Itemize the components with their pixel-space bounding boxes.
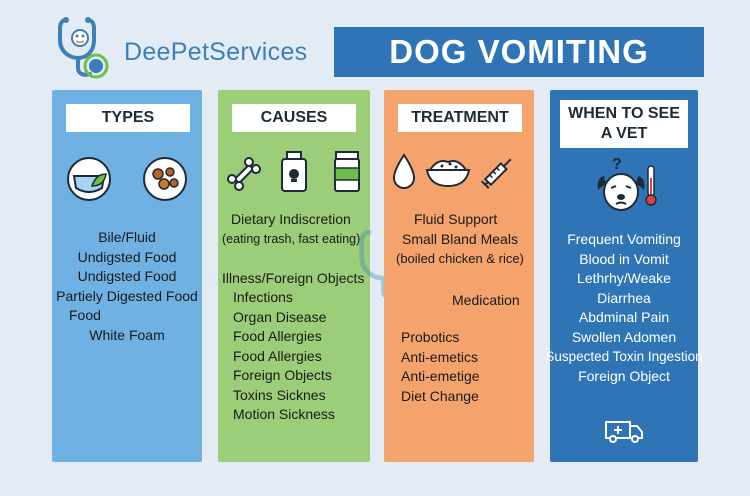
types-list: Bile/Fluid Undigsted Food Undigsted Food… <box>52 228 202 345</box>
vet-item: Blood in Vomit <box>579 250 669 267</box>
types-heading: TYPES <box>66 104 190 132</box>
rice-bowl-icon <box>425 160 471 188</box>
treatment-item: Anti-emetics <box>401 348 479 365</box>
causes-heading: CAUSES <box>232 104 356 132</box>
types-item: Undigsted Food <box>77 268 177 284</box>
causes-item: Infections <box>233 289 293 305</box>
causes-item: Food Allergies <box>233 347 322 364</box>
vet-column: WHEN TO SEE A VET ? Frequent Vomiting Bl… <box>545 90 703 462</box>
causes-list: Dietary Indiscretion (eating trash, fast… <box>222 210 370 425</box>
vet-item: Abdminal Pain <box>578 309 670 325</box>
causes-item: Motion Sickness <box>233 406 335 422</box>
types-item: Undigsted Food <box>77 248 177 265</box>
types-column: TYPES Bile/Fluid Undigsted Food Undigste… <box>52 90 202 462</box>
treatment-item: Diet Change <box>401 387 479 404</box>
vet-item: Frequent Vomiting <box>567 231 681 247</box>
causes-item: Organ Disease <box>233 308 327 325</box>
header: DeePetServices DOG VOMITING <box>0 0 750 90</box>
water-leaf-bowl-icon <box>67 157 111 201</box>
treatment-item: Probotics <box>401 329 460 345</box>
title-banner: DOG VOMITING <box>334 27 704 77</box>
vet-item: Diarrhea <box>597 289 651 306</box>
stethoscope-logo-icon <box>58 17 109 79</box>
vet-heading-line: WHEN TO SEE <box>568 105 680 122</box>
water-drop-icon <box>392 153 416 189</box>
types-item: White Foam <box>89 326 165 343</box>
vet-item: Lethrhy/Weake <box>577 270 671 286</box>
page-title: DOG VOMITING <box>389 33 649 70</box>
brand-name: DeePetServices <box>124 38 308 66</box>
treatment-item: (boiled chicken & rice) <box>396 251 524 266</box>
types-item: Partiely Digested Food <box>56 287 198 304</box>
ambulance-icon <box>605 421 643 443</box>
causes-item: Dietary Indiscretion <box>231 211 351 227</box>
syringe-icon <box>481 158 512 189</box>
treatment-item: Anti-emetige <box>401 368 480 384</box>
sick-dog-thermometer-icon <box>597 165 657 211</box>
types-item: Bile/Fluid <box>98 229 156 245</box>
treatment-list: Fluid Support Small Bland Meals (boiled … <box>384 210 534 406</box>
medicine-jar-icon <box>334 151 360 192</box>
treatment-item: Fluid Support <box>414 211 498 227</box>
causes-item: Foreign Objects <box>233 367 332 383</box>
causes-item: (eating trash, fast eating) <box>222 231 361 246</box>
causes-column: CAUSES Dietary Indiscretion (eating tras… <box>218 90 370 462</box>
treatment-item: Medication <box>452 291 520 308</box>
vet-item: Suspected Toxin Ingestion <box>545 349 703 364</box>
vet-list: Frequent Vomiting Blood in Vomit Lethrhy… <box>544 230 704 386</box>
vet-item: Foreign Object <box>578 367 670 384</box>
vet-heading-line: A VET <box>600 125 648 142</box>
types-item: Food <box>69 307 101 323</box>
bone-icon <box>226 156 262 192</box>
vet-item: Swollen Adomen <box>571 328 677 345</box>
treatment-heading: TREATMENT <box>398 104 522 132</box>
causes-item: Toxins Sicknes <box>233 386 326 403</box>
question-mark: ? <box>612 156 622 173</box>
causes-spacer <box>222 249 370 269</box>
poison-bottle-icon <box>281 151 307 192</box>
food-chunks-bowl-icon <box>143 157 187 201</box>
causes-item: Illness/Foreign Objects <box>222 269 365 286</box>
treatment-column: TREATMENT Fluid Support Small Bland Meal… <box>384 90 534 462</box>
causes-item: Food Allergies <box>233 328 322 344</box>
treatment-item: Small Bland Meals <box>402 230 518 247</box>
vet-heading: WHEN TO SEE A VET <box>560 100 688 148</box>
